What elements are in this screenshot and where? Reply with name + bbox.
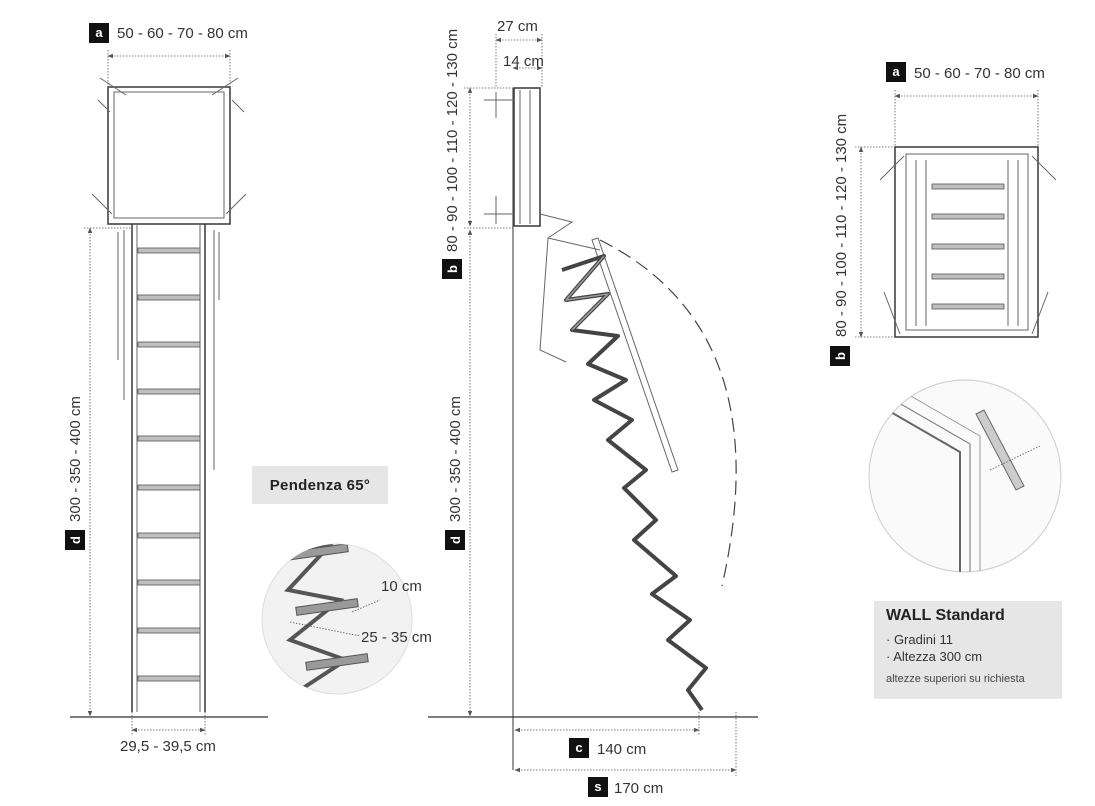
side-view <box>428 34 758 776</box>
product-title: WALL Standard <box>886 607 1005 624</box>
rung <box>137 294 201 301</box>
rung <box>137 247 201 254</box>
top-length-label: 80 - 90 - 100 - 110 - 120 - 130 cm <box>833 114 850 337</box>
rung <box>137 435 201 442</box>
front-view <box>70 50 268 736</box>
badge-d-front-text: d <box>68 536 83 544</box>
rung <box>931 303 1005 310</box>
rung <box>137 627 201 634</box>
slope-label-box: Pendenza 65° <box>252 466 388 504</box>
side-reach-c-label: 140 cm <box>597 741 646 758</box>
side-depth-27-label: 27 cm <box>497 18 538 35</box>
opening-frame <box>107 86 231 225</box>
rung <box>137 675 201 682</box>
front-base-width-label: 29,5 - 39,5 cm <box>120 738 216 755</box>
badge-a-top-text: a <box>892 64 900 79</box>
badge-d-side-text: d <box>448 536 463 544</box>
side-opening-label: 80 - 90 - 100 - 110 - 120 - 130 cm <box>444 29 461 252</box>
rung <box>931 183 1005 190</box>
rung <box>931 213 1005 220</box>
badge-b-side-text: b <box>445 265 460 273</box>
info-line-height: · Altezza 300 cm <box>886 649 983 664</box>
slope-label: Pendenza 65° <box>269 476 371 494</box>
rung <box>137 579 201 586</box>
front-rungs <box>137 247 201 682</box>
scissor-ladder <box>561 254 708 712</box>
corner-detail <box>868 379 1062 573</box>
info-line-steps: · Gradini 11 <box>886 632 953 647</box>
rung <box>137 341 201 348</box>
badge-c <box>569 738 589 758</box>
badge-a-top <box>886 62 906 82</box>
info-note: altezze superiori su richiesta <box>886 673 1025 685</box>
labels: a 50 - 60 - 70 - 80 cm d 300 - 350 - 400… <box>65 18 1045 797</box>
step-detail <box>261 543 413 695</box>
rung <box>931 273 1005 280</box>
front-width-label: 50 - 60 - 70 - 80 cm <box>117 25 248 42</box>
badge-b-top <box>830 346 850 366</box>
top-width-label: 50 - 60 - 70 - 80 cm <box>914 65 1045 82</box>
badge-s <box>588 777 608 797</box>
rung <box>137 532 201 539</box>
top-rungs <box>931 183 1005 310</box>
step-rise-label: 25 - 35 cm <box>361 629 432 646</box>
side-reach-s-label: 170 cm <box>614 780 663 797</box>
badge-b-top-text: b <box>833 352 848 360</box>
badge-d-front <box>65 530 85 550</box>
swing-arc <box>599 239 737 587</box>
top-frame <box>894 146 1039 338</box>
badge-d-side <box>445 530 465 550</box>
rung <box>137 484 201 491</box>
badge-a-front-text: a <box>95 25 103 40</box>
rung <box>137 388 201 395</box>
rung <box>931 243 1005 250</box>
badge-s-text: s <box>594 779 601 794</box>
badge-a-front <box>89 23 109 43</box>
top-view <box>855 90 1057 338</box>
side-depth-14-label: 14 cm <box>503 53 544 70</box>
step-depth-label: 10 cm <box>381 578 422 595</box>
product-info-box: WALL Standard · Gradini 11 · Altezza 300… <box>874 601 1062 699</box>
badge-c-text: c <box>575 740 582 755</box>
side-height-label: 300 - 350 - 400 cm <box>447 396 464 522</box>
badge-b-side <box>442 259 462 279</box>
front-height-label: 300 - 350 - 400 cm <box>67 396 84 522</box>
